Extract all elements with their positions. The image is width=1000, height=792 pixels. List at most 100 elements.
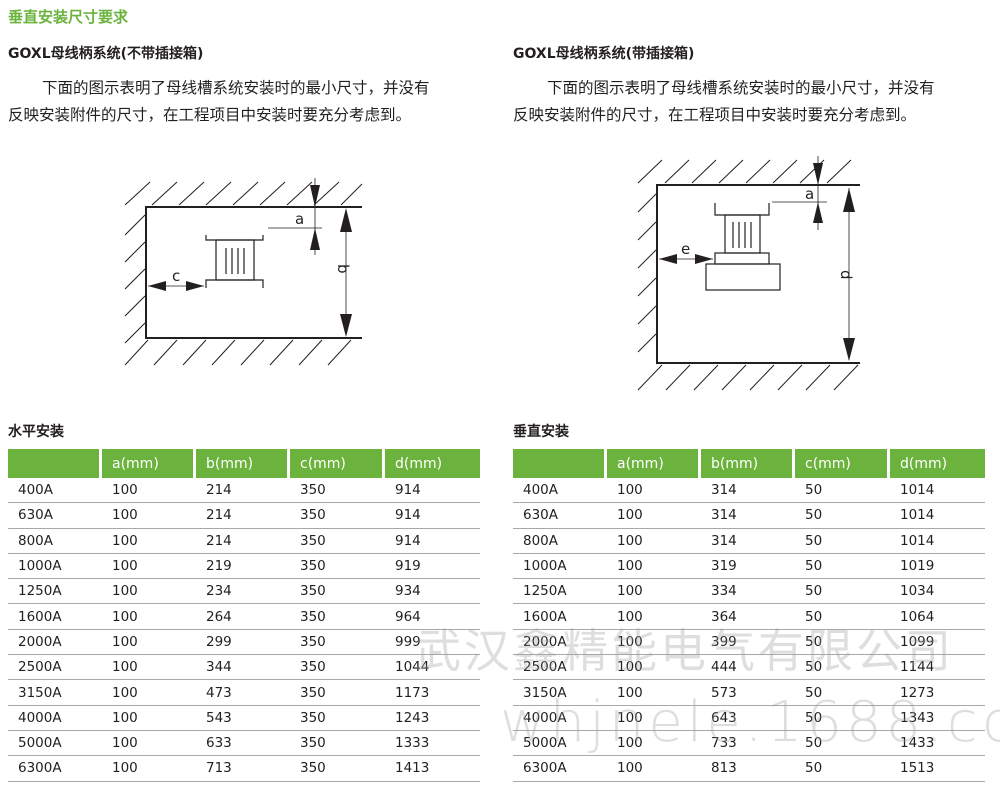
rating-cell: 1250A	[513, 579, 607, 605]
value-cell: 50	[795, 579, 890, 605]
value-cell: 50	[795, 604, 890, 630]
header-cell: b(mm)	[196, 449, 290, 478]
value-cell: 100	[607, 630, 701, 656]
value-cell: 344	[196, 655, 290, 681]
value-cell: 633	[196, 731, 290, 757]
value-cell: 100	[102, 554, 196, 580]
value-cell: 1064	[890, 604, 985, 630]
diagram-label-e: e	[681, 240, 690, 258]
value-cell: 50	[795, 554, 890, 580]
value-cell: 219	[196, 554, 290, 580]
rating-cell: 800A	[513, 529, 607, 554]
value-cell: 1014	[890, 478, 985, 504]
value-cell: 314	[701, 478, 795, 504]
header-cell	[513, 449, 607, 478]
value-cell: 350	[290, 478, 385, 504]
header-cell	[8, 449, 102, 478]
value-cell: 100	[102, 706, 196, 731]
value-cell: 643	[701, 706, 795, 731]
value-cell: 50	[795, 529, 890, 554]
value-cell: 100	[607, 478, 701, 504]
diagram-label-d: d	[837, 270, 855, 280]
value-cell: 1513	[890, 756, 985, 782]
rating-cell: 1600A	[8, 604, 102, 630]
value-cell: 234	[196, 579, 290, 605]
right-description-line1: 下面的图示表明了母线槽系统安装时的最小尺寸，并没有	[547, 79, 935, 97]
value-cell: 319	[701, 554, 795, 580]
table-header-row: a(mm) b(mm) c(mm) d(mm)	[513, 449, 985, 478]
value-cell: 314	[701, 503, 795, 529]
value-cell: 50	[795, 731, 890, 757]
value-cell: 100	[102, 630, 196, 656]
value-cell: 350	[290, 529, 385, 554]
value-cell: 100	[102, 604, 196, 630]
value-cell: 813	[701, 756, 795, 782]
value-cell: 100	[607, 655, 701, 681]
value-cell: 350	[290, 579, 385, 605]
value-cell: 100	[607, 604, 701, 630]
left-description-line1: 下面的图示表明了母线槽系统安装时的最小尺寸，并没有	[42, 79, 430, 97]
value-cell: 350	[290, 756, 385, 782]
value-cell: 399	[701, 630, 795, 656]
header-cell: c(mm)	[290, 449, 385, 478]
rating-cell: 630A	[513, 503, 607, 529]
value-cell: 1144	[890, 655, 985, 681]
value-cell: 100	[102, 529, 196, 554]
value-cell: 543	[196, 706, 290, 731]
value-cell: 100	[102, 756, 196, 782]
rating-cell: 5000A	[8, 731, 102, 757]
rating-cell: 1000A	[8, 554, 102, 580]
table-header-row: a(mm) b(mm) c(mm) d(mm)	[8, 449, 480, 478]
value-cell: 1044	[385, 655, 480, 681]
rating-cell: 3150A	[513, 680, 607, 706]
right-section-title: GOXL母线柄系统(带插接箱)	[513, 46, 695, 62]
value-cell: 264	[196, 604, 290, 630]
value-cell: 50	[795, 756, 890, 782]
diagram-label-c: c	[172, 267, 180, 285]
value-cell: 100	[607, 529, 701, 554]
right-table-title: 垂直安装	[513, 424, 569, 440]
diagram-label-a: a	[805, 185, 814, 203]
rating-cell: 6300A	[513, 756, 607, 782]
header-cell: d(mm)	[385, 449, 480, 478]
value-cell: 214	[196, 529, 290, 554]
value-cell: 100	[607, 756, 701, 782]
value-cell: 1014	[890, 529, 985, 554]
rating-cell: 1600A	[513, 604, 607, 630]
rating-cell: 630A	[8, 503, 102, 529]
value-cell: 733	[701, 731, 795, 757]
value-cell: 473	[196, 680, 290, 706]
value-cell: 100	[102, 731, 196, 757]
value-cell: 214	[196, 503, 290, 529]
value-cell: 1243	[385, 706, 480, 731]
rating-cell: 1250A	[8, 579, 102, 605]
header-cell: a(mm)	[607, 449, 701, 478]
header-cell: c(mm)	[795, 449, 890, 478]
value-cell: 1433	[890, 731, 985, 757]
value-cell: 100	[607, 680, 701, 706]
vertical-install-diagram: a d e	[637, 156, 860, 391]
value-cell: 934	[385, 579, 480, 605]
header-cell: a(mm)	[102, 449, 196, 478]
header-cell: b(mm)	[701, 449, 795, 478]
value-cell: 573	[701, 680, 795, 706]
value-cell: 50	[795, 630, 890, 656]
value-cell: 350	[290, 731, 385, 757]
value-cell: 1413	[385, 756, 480, 782]
